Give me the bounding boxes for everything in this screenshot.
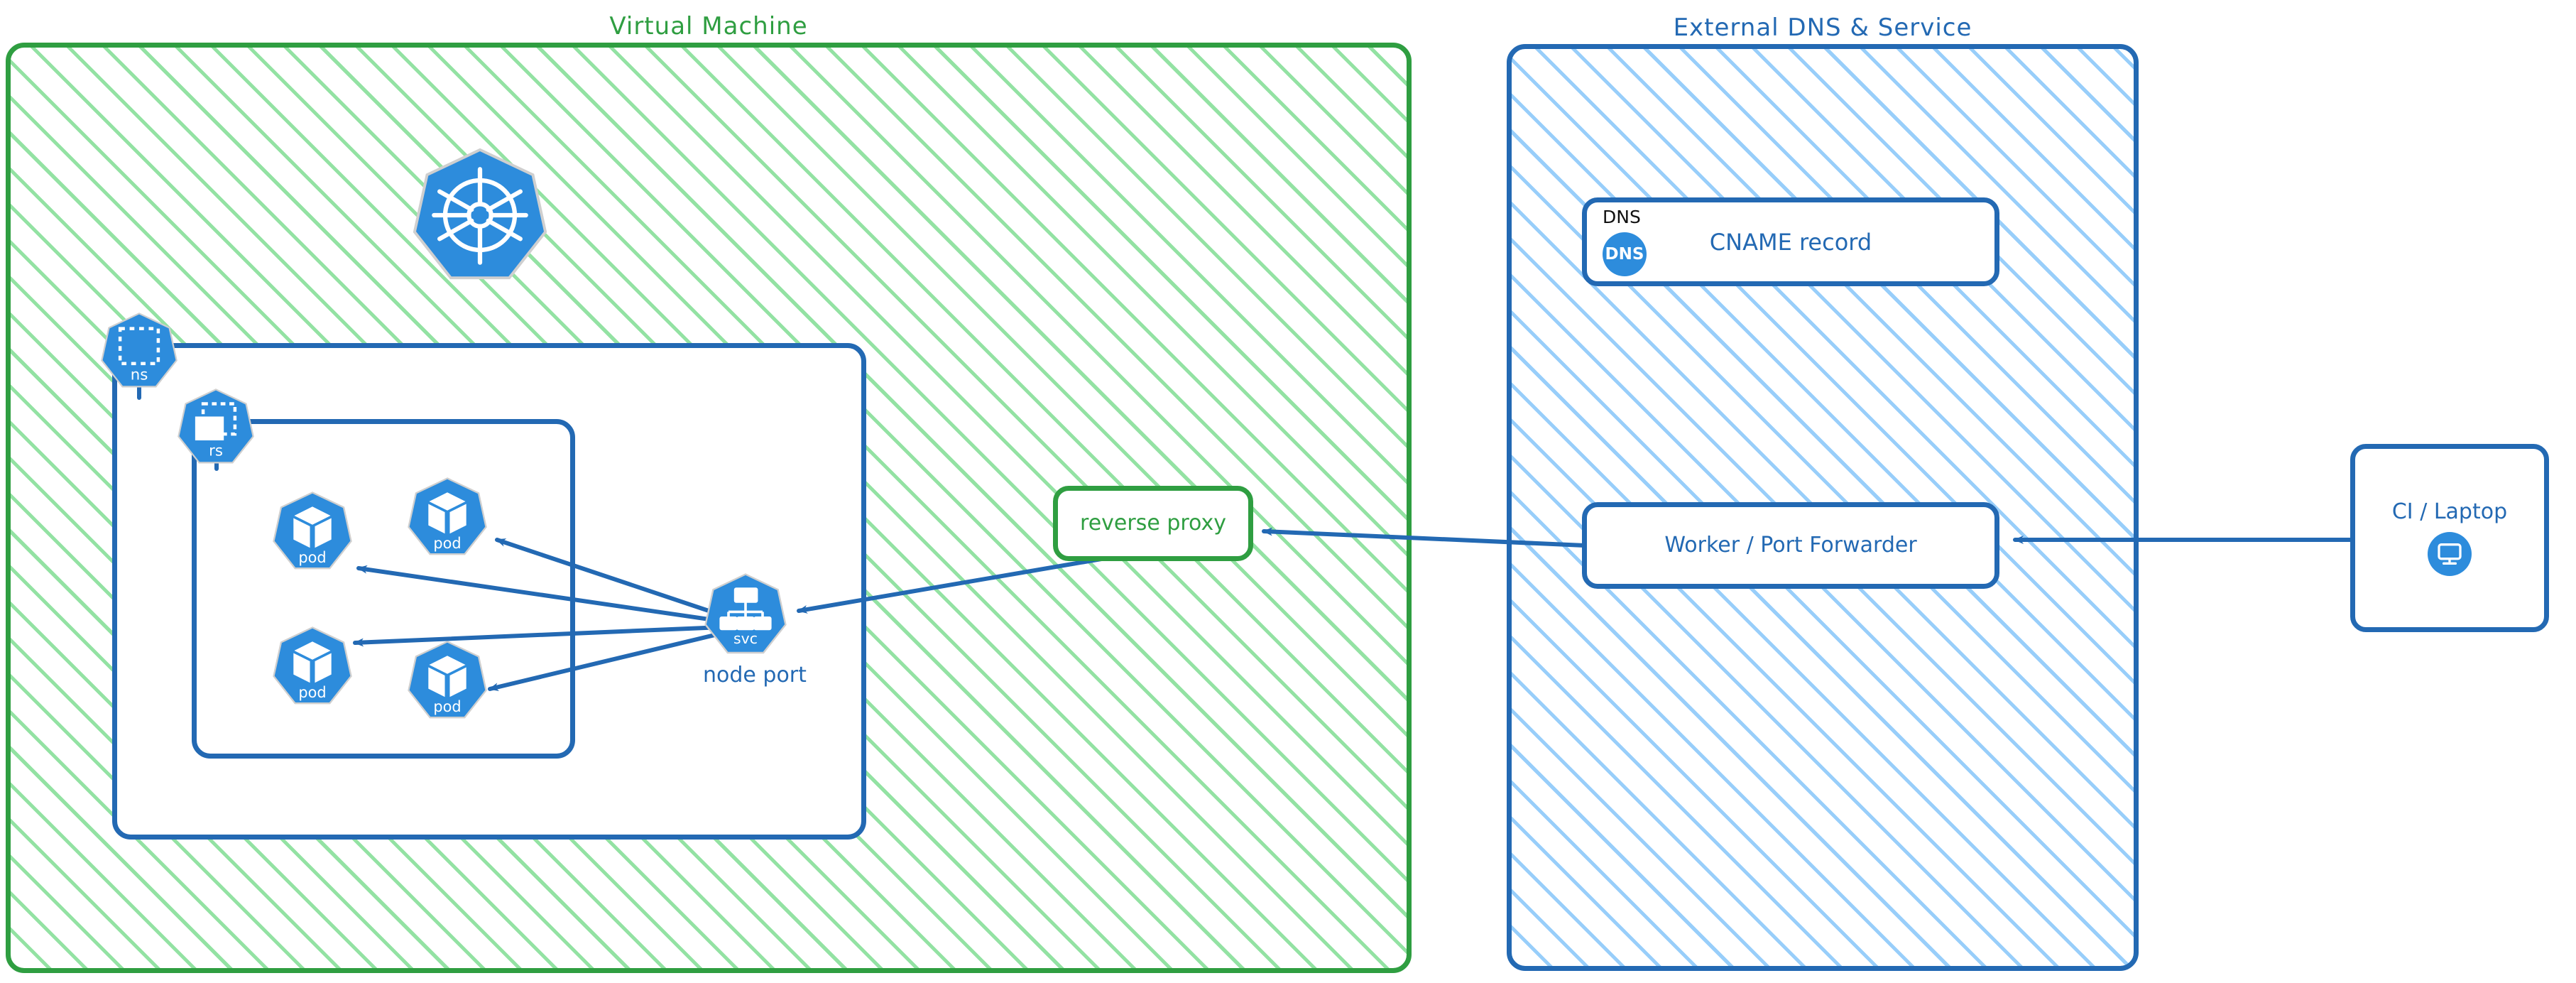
pod-3[interactable]: pod <box>271 625 354 707</box>
pod-3-text: pod <box>298 684 326 701</box>
kubernetes-logo <box>410 146 550 285</box>
ci-laptop-label: CI / Laptop <box>2391 499 2508 525</box>
desktop-monitor-icon <box>2428 531 2472 576</box>
pod-2[interactable]: pod <box>406 476 489 558</box>
namespace-badge-text: ns <box>131 366 148 384</box>
pod-1-text: pod <box>298 549 326 566</box>
replicaset-badge[interactable]: rs <box>176 387 256 467</box>
dns-tag-label: DNS <box>1603 207 1641 227</box>
worker-port-forwarder-label: Worker / Port Forwarder <box>1664 532 1917 558</box>
worker-port-forwarder-node[interactable]: Worker / Port Forwarder <box>1582 502 1999 589</box>
replicaset-badge-text: rs <box>209 442 223 460</box>
replicaset-container[interactable] <box>192 419 575 759</box>
pod-4[interactable]: pod <box>406 639 489 722</box>
node-port-svc[interactable]: svc node port <box>703 572 807 688</box>
ci-laptop-node[interactable]: CI / Laptop <box>2350 444 2549 632</box>
pod-1[interactable]: pod <box>271 490 354 572</box>
namespace-badge[interactable]: ns <box>99 311 179 391</box>
node-port-caption: node port <box>703 663 807 688</box>
reverse-proxy-node[interactable]: reverse proxy <box>1053 486 1253 561</box>
reverse-proxy-label: reverse proxy <box>1080 510 1226 536</box>
group-virtual-machine-title: Virtual Machine <box>609 12 808 40</box>
dns-icon: DNS <box>1603 232 1647 276</box>
pod-2-text: pod <box>433 535 461 552</box>
group-external-dns-service-title: External DNS & Service <box>1673 13 1972 42</box>
svc-badge-text: svc <box>733 630 758 647</box>
cname-record-label: CNAME record <box>1709 228 1872 256</box>
dns-cname-card[interactable]: DNS DNS CNAME record <box>1582 197 1999 286</box>
pod-4-text: pod <box>433 698 461 715</box>
